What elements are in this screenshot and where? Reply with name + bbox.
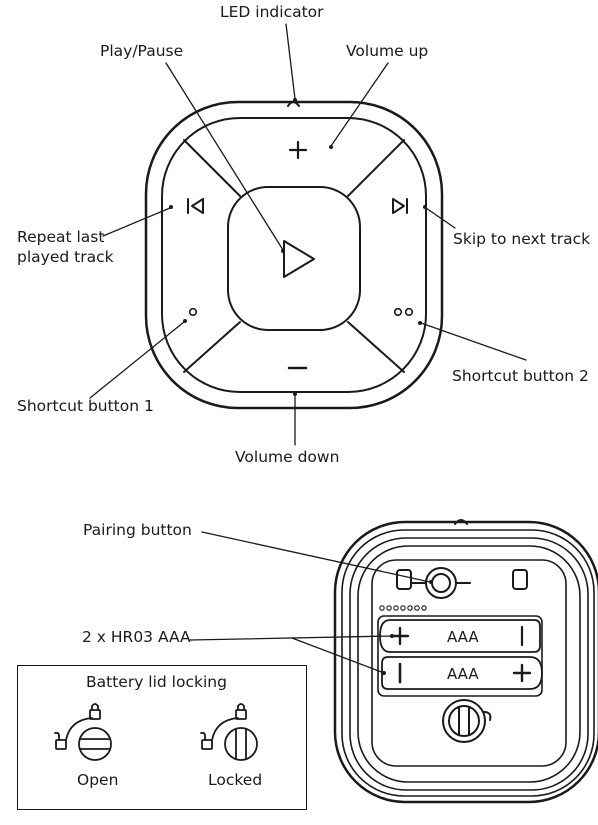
remote-inner-ring — [161, 117, 427, 393]
label-pairing-button: Pairing button — [83, 521, 192, 539]
open-padlock-icon — [54, 731, 67, 750]
shortcut-2-double-dot-icon[interactable] — [393, 307, 414, 317]
label-shortcut-1: Shortcut button 1 — [17, 397, 154, 415]
locked-lock-illustration — [200, 703, 258, 761]
play-icon[interactable] — [283, 240, 315, 278]
segment-dividers — [183, 139, 405, 373]
label-batteries: 2 x HR03 AAA — [82, 628, 191, 646]
label-repeat-last: Repeat last played track — [17, 228, 114, 266]
remote-back — [333, 519, 598, 804]
lid-lock-dial[interactable] — [442, 699, 492, 743]
battery-2-label: AAA — [447, 665, 479, 683]
battery-2 — [381, 656, 543, 690]
battery-1-label: AAA — [447, 628, 479, 646]
next-track-icon[interactable] — [392, 198, 408, 214]
closed-padlock-icon-2 — [235, 703, 247, 720]
label-volume-up: Volume up — [346, 42, 429, 60]
lid-locked-label: Locked — [208, 771, 263, 789]
open-lock-illustration — [54, 703, 112, 761]
previous-track-icon[interactable] — [187, 198, 204, 214]
battery-1 — [379, 619, 541, 653]
contact-dots — [379, 605, 427, 611]
center-button[interactable] — [227, 186, 361, 331]
lid-open-label: Open — [77, 771, 119, 789]
remote-outer-body — [144, 100, 444, 410]
leader-lines-back — [189, 531, 433, 675]
lid-locking-title: Battery lid locking — [86, 673, 227, 691]
pairing-button[interactable] — [410, 567, 471, 599]
shortcut-1-dot-icon[interactable] — [188, 307, 198, 317]
lid-clip-left — [396, 569, 412, 590]
battery-lid-locking-box — [17, 665, 307, 810]
closed-padlock-icon-small — [89, 703, 101, 720]
label-volume-down: Volume down — [235, 448, 340, 466]
label-led-indicator: LED indicator — [220, 3, 324, 21]
label-shortcut-2: Shortcut button 2 — [452, 367, 589, 385]
volume-up-plus-icon[interactable] — [288, 140, 308, 160]
battery-2-plus-icon — [512, 663, 532, 683]
remote-front — [144, 100, 444, 410]
label-play-pause: Play/Pause — [100, 42, 184, 60]
label-skip-next: Skip to next track — [453, 230, 591, 248]
open-padlock-icon-2 — [200, 731, 213, 750]
battery-1-plus-icon — [390, 626, 410, 646]
lid-clip-right — [512, 569, 528, 590]
leader-lines-front — [89, 23, 527, 446]
